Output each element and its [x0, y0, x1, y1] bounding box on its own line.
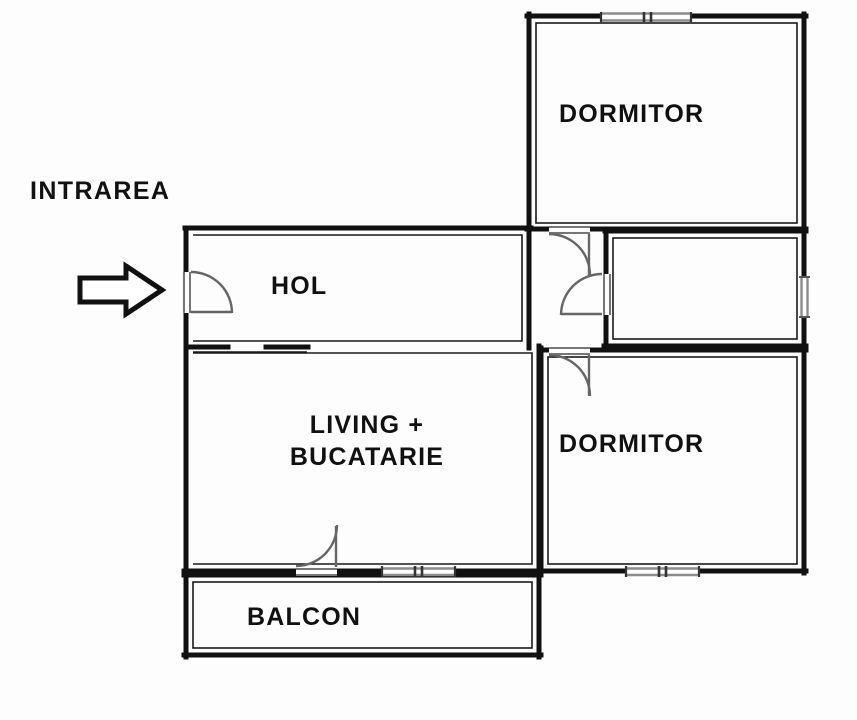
- room-label-dormitor-bottom: DORMITOR: [559, 430, 705, 458]
- room-label-dormitor-top: DORMITOR: [559, 100, 705, 128]
- wall-inner-hol: [193, 234, 523, 342]
- room-label-balcon: BALCON: [247, 603, 362, 631]
- window-living-south: [380, 566, 457, 577]
- wall-group-outer: [181, 11, 809, 660]
- window-group: [380, 12, 810, 577]
- wall-inner-balcon: [192, 581, 533, 649]
- wall-inner-dormitor-bottom: [547, 356, 798, 565]
- door-group: [182, 225, 611, 576]
- door-hol-to-dormitor-bottom: [548, 346, 592, 397]
- wall-inner-dormitor-top: [535, 22, 798, 224]
- door-hol-to-bath: [559, 272, 611, 316]
- door-hol-to-dormitor-top: [548, 225, 592, 276]
- wall-inner-living: [193, 352, 533, 565]
- door-living-to-balcon: [295, 524, 339, 576]
- room-label-living-bucatarie: LIVING + BUCATARIE: [289, 411, 445, 471]
- wall-inner-bath: [612, 237, 798, 340]
- window-bath-east: [799, 276, 810, 318]
- arrow-right-icon: [77, 261, 167, 319]
- window-dormitor-top-north: [599, 12, 693, 22]
- door-entrance: [182, 270, 234, 314]
- wall-group-inner: [192, 22, 798, 649]
- room-label-hol: HOL: [271, 272, 328, 300]
- window-dormitor-bottom-south: [624, 566, 701, 577]
- entrance-label: INTRAREA: [30, 177, 171, 205]
